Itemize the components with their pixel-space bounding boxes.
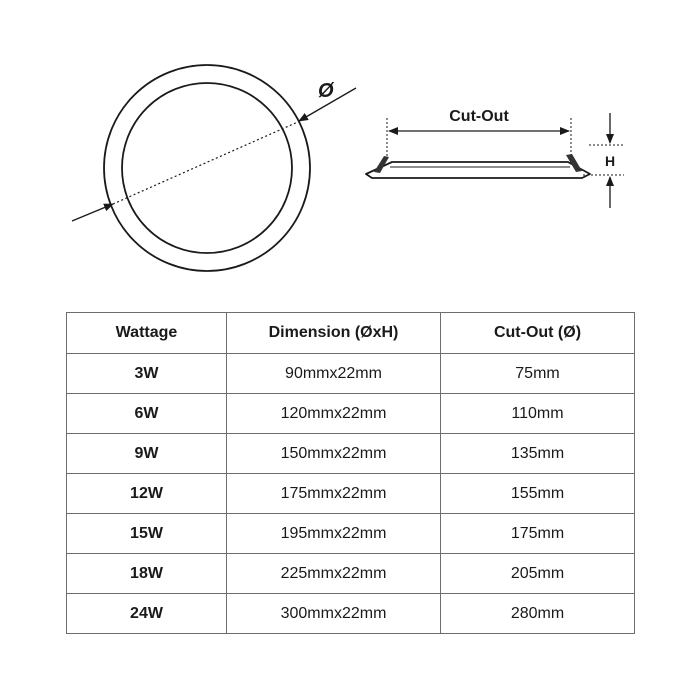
dimension-cell: 175mmx22mm bbox=[226, 473, 441, 514]
cutout-cell: 280mm bbox=[440, 593, 635, 634]
dimension-diagram: Ø Cut-Out H bbox=[71, 64, 624, 272]
table-row: 9W 150mmx22mm 135mm bbox=[66, 433, 635, 474]
top-view: Ø bbox=[71, 64, 357, 272]
wattage-cell: 12W bbox=[66, 473, 227, 514]
dimension-cell: 150mmx22mm bbox=[226, 433, 441, 474]
table-row: 12W 175mmx22mm 155mm bbox=[66, 473, 635, 514]
header-dimension: Dimension (ØxH) bbox=[226, 312, 441, 354]
outer-ring bbox=[103, 64, 311, 272]
panel-body bbox=[365, 161, 591, 179]
cutout-cell: 175mm bbox=[440, 513, 635, 554]
table-row: 24W 300mmx22mm 280mm bbox=[66, 593, 635, 634]
dimension-cell: 225mmx22mm bbox=[226, 553, 441, 594]
wattage-cell: 6W bbox=[66, 393, 227, 434]
header-cutout: Cut-Out (Ø) bbox=[440, 312, 635, 354]
side-view: Cut-Out H bbox=[365, 108, 624, 208]
wattage-cell: 3W bbox=[66, 353, 227, 394]
left-spring-clip bbox=[374, 156, 389, 173]
right-spring-clip bbox=[566, 154, 582, 172]
dimension-cell: 195mmx22mm bbox=[226, 513, 441, 554]
wattage-cell: 15W bbox=[66, 513, 227, 554]
cutout-cell: 205mm bbox=[440, 553, 635, 594]
diameter-arrow-upper bbox=[298, 87, 357, 122]
dimension-cell: 300mmx22mm bbox=[226, 593, 441, 634]
spec-table: Wattage Dimension (ØxH) Cut-Out (Ø) 3W 9… bbox=[66, 312, 635, 634]
inner-ring bbox=[121, 82, 293, 254]
header-wattage: Wattage bbox=[66, 312, 227, 354]
wattage-cell: 9W bbox=[66, 433, 227, 474]
wattage-cell: 18W bbox=[66, 553, 227, 594]
dimension-cell: 120mmx22mm bbox=[226, 393, 441, 434]
height-label: H bbox=[605, 153, 615, 169]
table-row: 18W 225mmx22mm 205mm bbox=[66, 553, 635, 594]
wattage-cell: 24W bbox=[66, 593, 227, 634]
table-row: 15W 195mmx22mm 175mm bbox=[66, 513, 635, 554]
diameter-label: Ø bbox=[318, 80, 335, 102]
table-row: 6W 120mmx22mm 110mm bbox=[66, 393, 635, 434]
cutout-cell: 135mm bbox=[440, 433, 635, 474]
diameter-dotted-line bbox=[112, 120, 301, 205]
table-header-row: Wattage Dimension (ØxH) Cut-Out (Ø) bbox=[66, 312, 635, 354]
cutout-label: Cut-Out bbox=[449, 108, 509, 125]
cutout-cell: 75mm bbox=[440, 353, 635, 394]
diameter-arrow-lower bbox=[71, 203, 114, 222]
cutout-cell: 155mm bbox=[440, 473, 635, 514]
cutout-cell: 110mm bbox=[440, 393, 635, 434]
dimension-cell: 90mmx22mm bbox=[226, 353, 441, 394]
table-row: 3W 90mmx22mm 75mm bbox=[66, 353, 635, 394]
